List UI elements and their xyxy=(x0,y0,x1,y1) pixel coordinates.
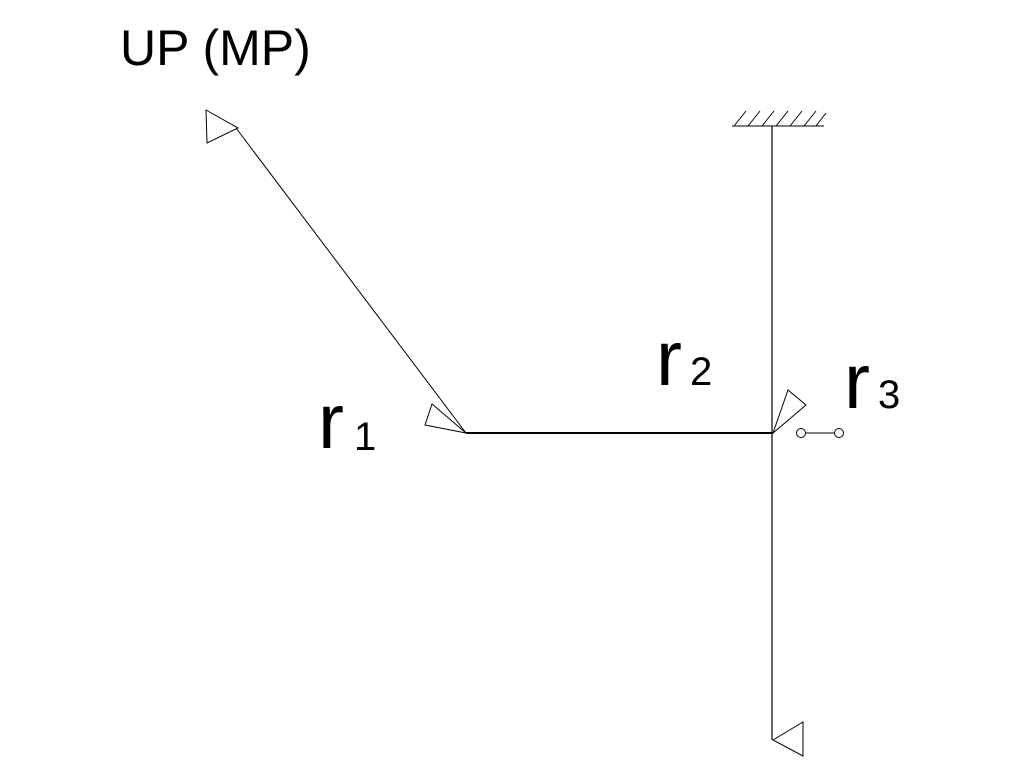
output-triangle-marker xyxy=(771,721,804,757)
label-r2: r 2 xyxy=(656,314,712,402)
label-r2-subscript: 2 xyxy=(690,350,712,394)
r1-triangle-marker xyxy=(424,403,468,434)
label-r2-letter: r xyxy=(656,314,682,402)
label-r1-letter: r xyxy=(318,377,344,465)
diagram-title: UP (MP) xyxy=(120,20,311,76)
inclined-link xyxy=(235,127,467,434)
label-r1: r 1 xyxy=(318,377,376,465)
label-r3-subscript: 3 xyxy=(878,373,900,417)
r3-dyad-icon xyxy=(796,428,844,438)
label-r3: r 3 xyxy=(844,337,900,425)
label-r1-subscript: 1 xyxy=(354,415,376,459)
r3-triangle-marker xyxy=(771,389,807,435)
ground-support-icon xyxy=(732,110,827,127)
input-triangle-marker xyxy=(205,109,240,144)
label-r3-letter: r xyxy=(844,337,870,425)
